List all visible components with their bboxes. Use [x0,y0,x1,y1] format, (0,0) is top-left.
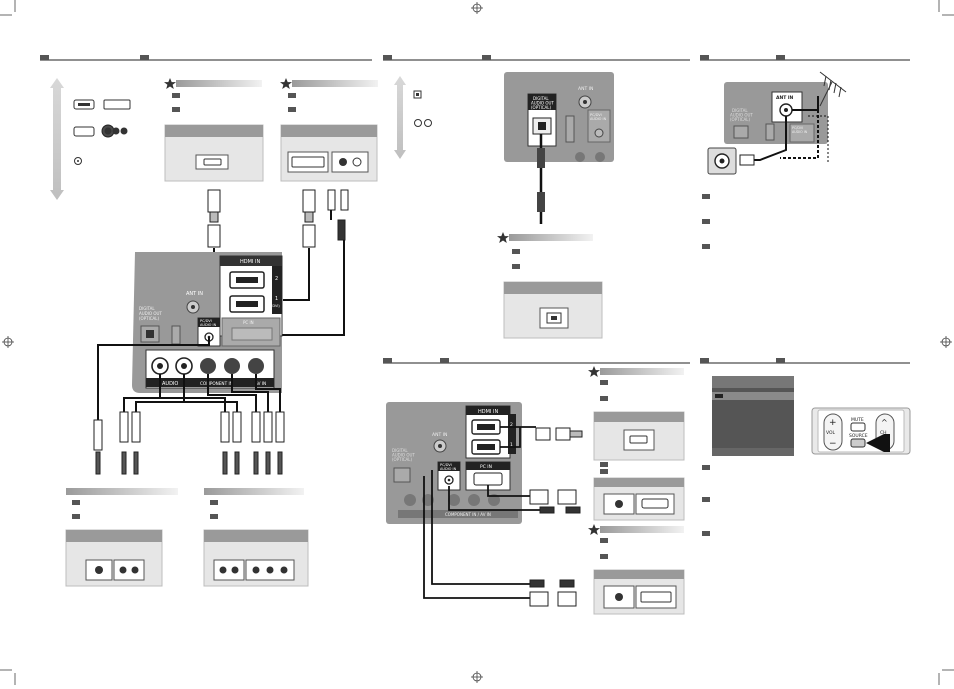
cables-top-left [207,189,349,248]
hdmi-in-label: HDMI IN [240,259,260,265]
optical-pc-dvi-label: PC/DVI AUDIO IN [590,113,607,121]
ch-up-icon[interactable]: ^ [881,418,888,427]
av-connection-note [65,488,178,587]
pc-dvi-note [588,524,685,615]
pc-panel-hdmi-port-1: 1 [510,442,513,448]
antenna-notes [702,194,710,249]
optical-connection-note [497,232,603,339]
antenna-digital-audio-out-label: DIGITAL AUDIO OUT (OPTICAL) [730,108,754,122]
optical-ant-in-label: ANT IN [578,86,593,92]
rca-plugs-bottom-left [93,411,285,475]
pc-dvi-audio-in-label: PC/DVI AUDIO IN [200,319,217,327]
dvi-connection-note [280,78,378,182]
hdmi-port-1-label: 1 [275,296,278,302]
vol-label: VOL [826,430,836,436]
pc-panel-component-label: COMPONENT IN / AV IN [445,512,491,517]
antenna-icon [819,71,847,107]
component-connection-note [203,488,309,587]
ch-label: CH [880,430,887,436]
source-notes [702,465,710,536]
pointing-arrow-icon [866,434,884,452]
optical-cable [537,134,545,224]
pc-hdmi-note [588,366,685,521]
pc-panel-digital-audio-out-label: DIGITAL AUDIO OUT (OPTICAL) [392,448,416,462]
remote-control: + VOL − MUTE SOURCE ^ CH [811,407,911,455]
pc-cable-plugs [529,427,583,607]
source-label: SOURCE [849,433,868,439]
av-in-label: AV IN [255,381,266,386]
vol-minus[interactable]: − [829,439,837,449]
wall-outlet-icon [707,147,755,175]
source-menu-screen [712,376,794,456]
pc-in-label: PC IN [243,320,254,325]
quality-arrow-left [50,78,131,200]
section-headers [40,55,910,364]
pc-panel-hdmi-port-2: 2 [510,422,513,428]
hdmi-connection-note [164,78,264,182]
tv-back-panel-left: HDMI IN 2 1 (DVI) ANT IN DIGITAL AUDIO O… [132,252,283,393]
mute-label: MUTE [851,417,864,423]
audio-label: AUDIO [162,381,178,387]
pc-cables [423,426,540,599]
antenna-pc-dvi-label: PC/DVI AUDIO IN [792,126,808,134]
vol-plus[interactable]: + [829,418,837,428]
cable-lines-bottom-left [97,337,281,420]
optical-digital-audio-out-label: DIGITAL AUDIO OUT (OPTICAL) [531,96,555,110]
tv-back-panel-antenna: DIGITAL AUDIO OUT (OPTICAL) ANT IN PC/DV… [724,82,828,144]
ant-in-label: ANT IN [186,291,203,297]
pc-panel-pc-in-label: PC IN [480,464,492,470]
component-in-label: COMPONENT IN [200,381,233,386]
hdmi-port-2-label: 2 [275,276,278,282]
tv-back-panel-optical: DIGITAL AUDIO OUT (OPTICAL) ANT IN PC/DV… [504,72,614,162]
pc-panel-hdmi-in-label: HDMI IN [478,409,498,415]
antenna-ant-in-label: ANT IN [776,95,794,101]
quality-arrow-middle [394,76,432,159]
tv-back-panel-pc: HDMI IN 2 1 ANT IN DIGITAL AUDIO OUT (OP… [386,402,522,524]
pc-panel-ant-in-label: ANT IN [432,432,447,438]
digital-audio-out-label: DIGITAL AUDIO OUT (OPTICAL) [139,306,163,321]
pc-panel-pc-dvi-label: PC/DVI AUDIO IN [440,463,457,471]
hdmi-dvi-label: (DVI) [271,304,280,308]
